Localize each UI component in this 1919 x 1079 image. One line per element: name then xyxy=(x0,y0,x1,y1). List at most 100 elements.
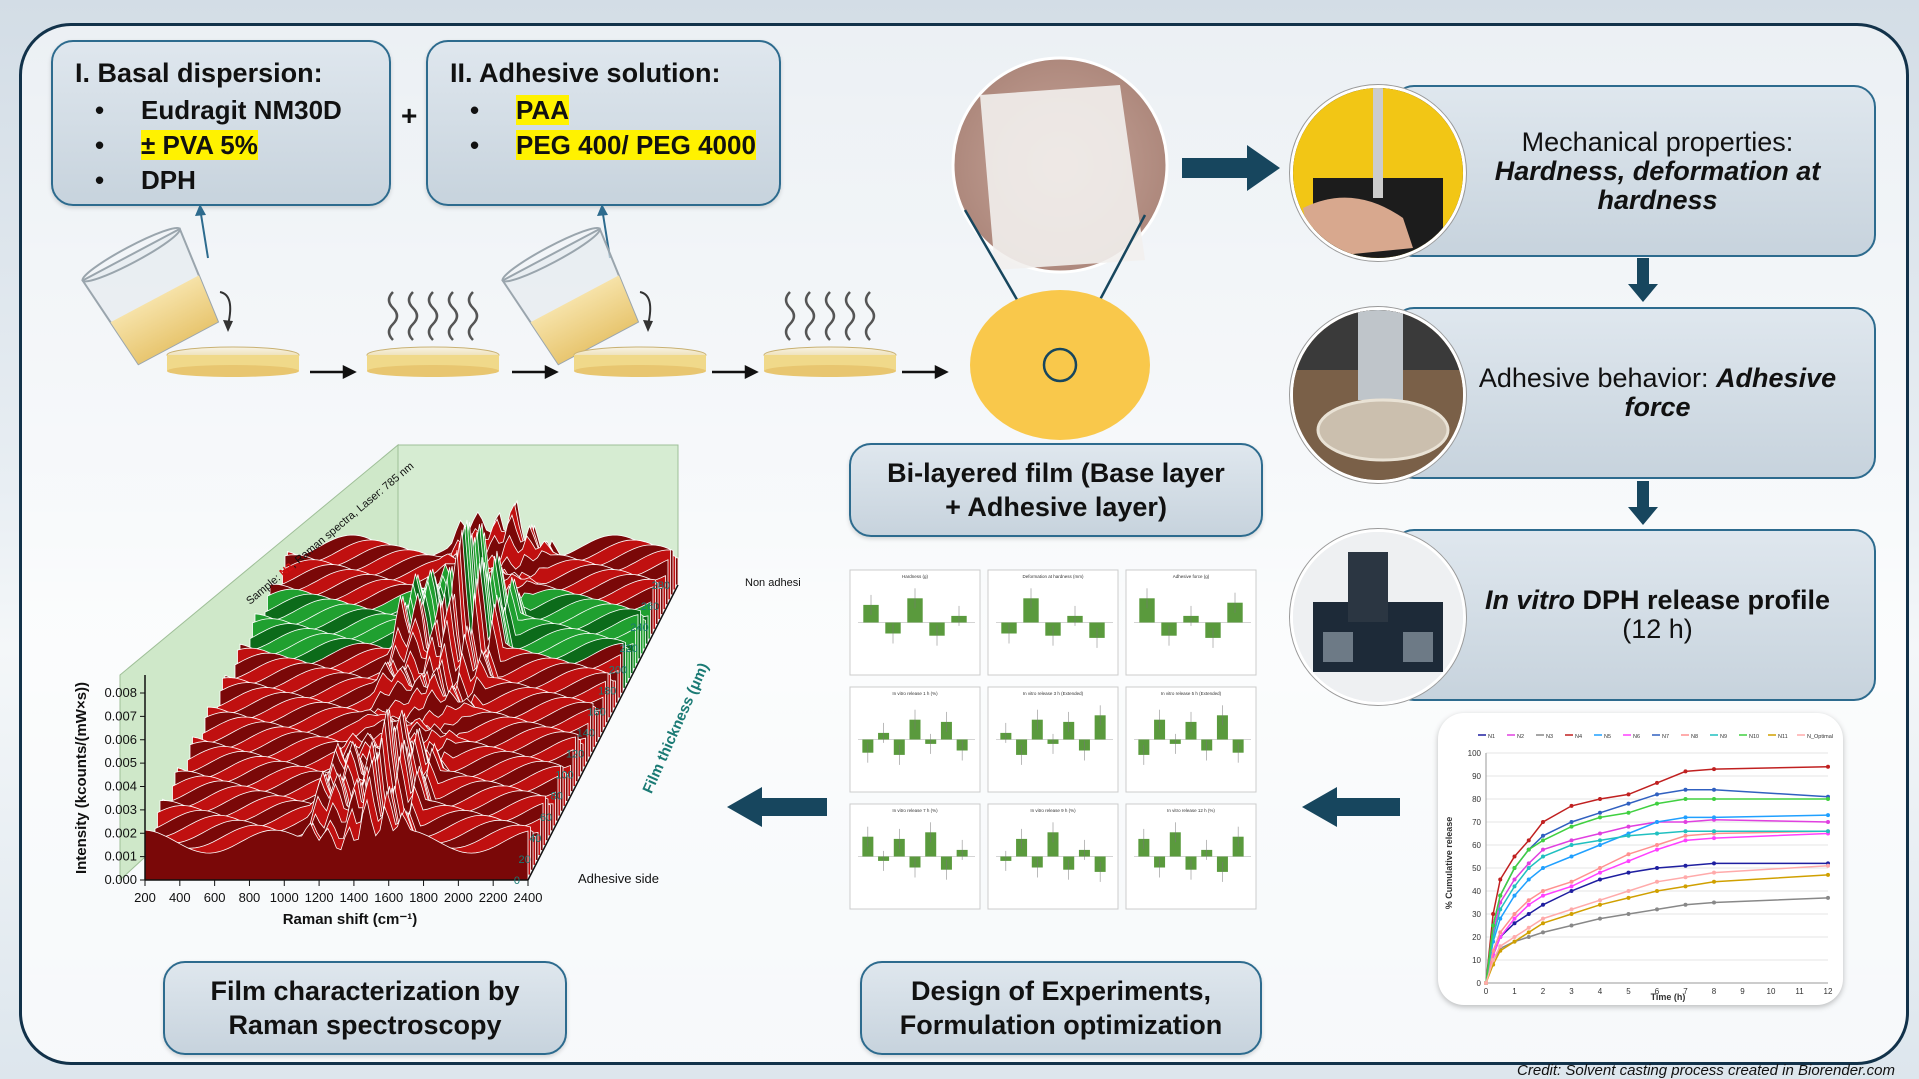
data-point xyxy=(1512,866,1517,870)
data-point xyxy=(1541,833,1545,838)
data-point xyxy=(1569,884,1574,889)
legend-label: N11 xyxy=(1778,734,1788,740)
data-point xyxy=(1826,829,1830,834)
data-point xyxy=(1526,877,1531,882)
y-tick-label: 50 xyxy=(1472,864,1481,873)
big-arrow-left-icon xyxy=(1302,787,1400,827)
raman-box-line1: Film characterization by xyxy=(210,976,520,1006)
data-point xyxy=(1626,852,1631,857)
doe-panel: Adhesive force (g) xyxy=(1125,569,1257,676)
data-point xyxy=(1498,893,1503,898)
raman-zlabel: Film thickness (μm) xyxy=(639,660,712,796)
data-point xyxy=(1512,935,1517,939)
data-point xyxy=(1598,870,1602,875)
basal-item-highlight: ± PVA 5% xyxy=(141,130,258,160)
data-point xyxy=(1491,958,1496,962)
data-point xyxy=(1541,866,1545,870)
data-point xyxy=(1626,912,1631,916)
data-point xyxy=(1712,829,1716,834)
doe-line2: Formulation optimization xyxy=(899,1010,1223,1040)
raman-spectrum xyxy=(144,798,529,881)
data-point xyxy=(1655,801,1659,806)
data-point xyxy=(1569,803,1574,808)
data-point xyxy=(1512,912,1517,916)
adhesive-item: PEG 400/ PEG 4000 xyxy=(450,130,779,161)
raman-xlabel: Raman shift (cm⁻¹) xyxy=(283,911,418,928)
data-point xyxy=(1683,815,1688,820)
data-point xyxy=(1683,838,1688,843)
data-point xyxy=(1569,907,1574,912)
down-arrow-icon xyxy=(1628,258,1658,302)
doe-bar xyxy=(1023,598,1039,623)
raman-z-tick: 120 xyxy=(566,749,584,761)
data-point xyxy=(1512,921,1517,926)
doe-panel-title: In vitro release 1 h (%) xyxy=(892,691,938,696)
data-point xyxy=(1826,820,1830,824)
data-point xyxy=(1491,912,1496,916)
data-point xyxy=(1512,893,1517,898)
data-point xyxy=(1598,810,1602,815)
data-point xyxy=(1826,863,1830,868)
data-point xyxy=(1484,981,1488,985)
data-point xyxy=(1498,877,1503,882)
data-point xyxy=(1526,912,1531,916)
data-point xyxy=(1655,879,1659,884)
data-point xyxy=(1526,898,1531,903)
data-point xyxy=(1826,872,1830,877)
bilayer-line2: + Adhesive layer) xyxy=(945,492,1167,522)
solvent-casting-illustration xyxy=(81,204,949,380)
doe-panel-title: Deformation at hardness (mm) xyxy=(1022,574,1084,579)
data-point xyxy=(1498,916,1503,921)
release-italic: In vitro xyxy=(1484,585,1575,615)
data-point xyxy=(1598,866,1602,870)
legend-label: N2 xyxy=(1517,734,1524,740)
up-arrow-icon xyxy=(199,207,209,259)
doe-panel: In vitro release 1 h (%) xyxy=(849,686,981,793)
legend-label: N3 xyxy=(1546,734,1553,740)
raman-x-tick: 1800 xyxy=(409,890,438,905)
data-point xyxy=(1541,847,1545,852)
y-tick-label: 90 xyxy=(1472,772,1481,781)
data-point xyxy=(1655,889,1659,893)
raman-x-tick: 1400 xyxy=(339,890,368,905)
data-point xyxy=(1512,884,1517,889)
raman-z-tick: 100 xyxy=(555,770,573,782)
data-point xyxy=(1498,944,1503,949)
x-tick-label: 6 xyxy=(1655,987,1660,996)
magnifier-circle xyxy=(1042,347,1078,383)
x-tick-label: 2 xyxy=(1541,987,1546,996)
adhesive-behavior-box: Adhesive behavior: Adhesive force xyxy=(1392,307,1876,479)
raman-y-tick: 0.002 xyxy=(104,825,137,840)
data-point xyxy=(1683,902,1688,907)
raman-y-tick: 0.000 xyxy=(104,872,137,887)
data-point xyxy=(1655,780,1659,785)
data-point xyxy=(1541,930,1545,935)
data-point xyxy=(1598,838,1602,843)
raman-y-tick: 0.007 xyxy=(104,708,137,723)
raman-top-label: Non adhesive side xyxy=(745,577,800,589)
data-point xyxy=(1655,792,1659,797)
release-chart-xlabel: Time (h) xyxy=(1651,992,1686,1002)
data-point xyxy=(1491,923,1496,928)
data-point xyxy=(1569,923,1574,928)
steam-icon xyxy=(784,291,876,341)
adhesive-title: II. Adhesive solution: xyxy=(450,58,721,88)
data-point xyxy=(1498,907,1503,912)
raman-3d-plot: 0.0080.0070.0060.0050.0040.0030.0020.001… xyxy=(73,443,800,928)
data-point xyxy=(1598,831,1602,836)
doe-panel: In vitro release 3 h (Extended) xyxy=(987,686,1119,793)
film-disc xyxy=(970,290,1150,440)
data-point xyxy=(1569,838,1574,843)
legend-label: N5 xyxy=(1604,734,1611,740)
legend-label: N10 xyxy=(1749,734,1759,740)
data-point xyxy=(1712,815,1716,820)
y-tick-label: 60 xyxy=(1472,841,1481,850)
doe-bar xyxy=(1139,598,1155,623)
basal-title: I. Basal dispersion: xyxy=(75,58,323,88)
release-duration: (12 h) xyxy=(1622,614,1693,644)
doe-bar xyxy=(1047,832,1059,857)
data-point xyxy=(1569,843,1574,847)
doe-panel-title: In vitro release 12 h (%) xyxy=(1167,808,1215,813)
x-tick-label: 9 xyxy=(1740,987,1745,996)
